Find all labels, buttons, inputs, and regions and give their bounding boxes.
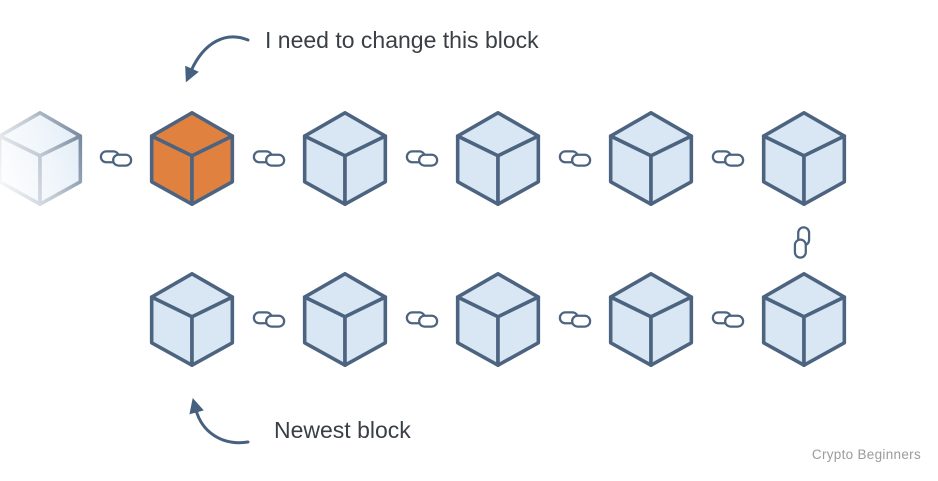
chain-link-icon	[711, 148, 745, 169]
block-faded	[0, 111, 85, 206]
block	[453, 272, 543, 367]
chain-link-icon	[99, 148, 133, 169]
block	[147, 272, 237, 367]
newest-block-annotation: Newest block	[274, 417, 411, 443]
chain-link-icon-vertical	[792, 225, 813, 259]
block-to-change	[147, 111, 237, 206]
chain-link-icon	[558, 148, 592, 169]
block	[759, 272, 849, 367]
chain-link-icon	[405, 309, 439, 330]
chain-link-icon	[558, 309, 592, 330]
block	[606, 111, 696, 206]
block	[606, 272, 696, 367]
block	[759, 111, 849, 206]
block	[300, 111, 390, 206]
block	[453, 111, 543, 206]
chain-link-icon	[252, 148, 286, 169]
chain-link-icon	[405, 148, 439, 169]
chain-link-icon	[252, 309, 286, 330]
block	[300, 272, 390, 367]
watermark: Crypto Beginners	[811, 447, 921, 462]
chain-link-icon	[711, 309, 745, 330]
change-block-annotation: I need to change this block	[265, 27, 539, 53]
